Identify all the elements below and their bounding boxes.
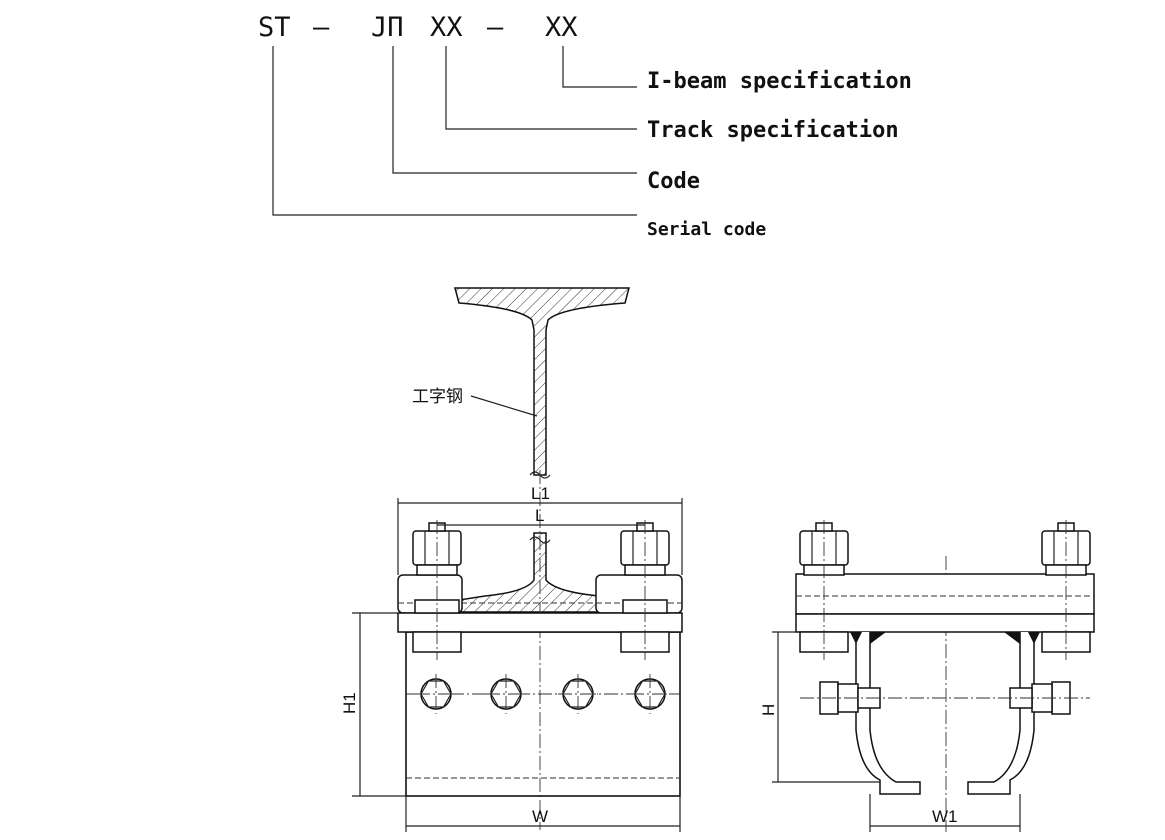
label-track-spec: Track specification	[647, 118, 899, 143]
dim-w1: W1	[932, 807, 958, 826]
ibeam-chinese-label: 工字钢	[412, 387, 463, 407]
dim-l: L	[535, 506, 544, 525]
clamp-body	[405, 631, 681, 797]
code-dash-2: —	[487, 12, 504, 43]
dim-w: W	[532, 807, 548, 826]
code-part-ibeam: XX	[545, 12, 578, 43]
nut-icon	[485, 673, 527, 715]
nut-icon	[629, 673, 671, 715]
nut-icon	[415, 673, 457, 715]
code-part-jp: JΠ	[371, 12, 404, 43]
dim-l1: L1	[531, 484, 550, 503]
code-part-st: ST	[258, 12, 291, 43]
side-view: H W1	[759, 520, 1095, 832]
label-code: Code	[647, 169, 700, 194]
code-part-track: XX	[430, 12, 463, 43]
label-serial-code: Serial code	[647, 219, 766, 240]
ibeam-section	[454, 287, 630, 476]
label-ibeam-spec: I-beam specification	[647, 69, 912, 94]
dim-h1: H1	[340, 692, 359, 714]
dim-h: H	[759, 704, 778, 716]
code-leader-lines	[272, 46, 637, 216]
code-dash-1: —	[313, 12, 330, 43]
product-code: ST — JΠ XX — XX	[258, 12, 578, 43]
front-view: 工字钢 L1 L	[340, 287, 683, 832]
nut-icon	[557, 673, 599, 715]
